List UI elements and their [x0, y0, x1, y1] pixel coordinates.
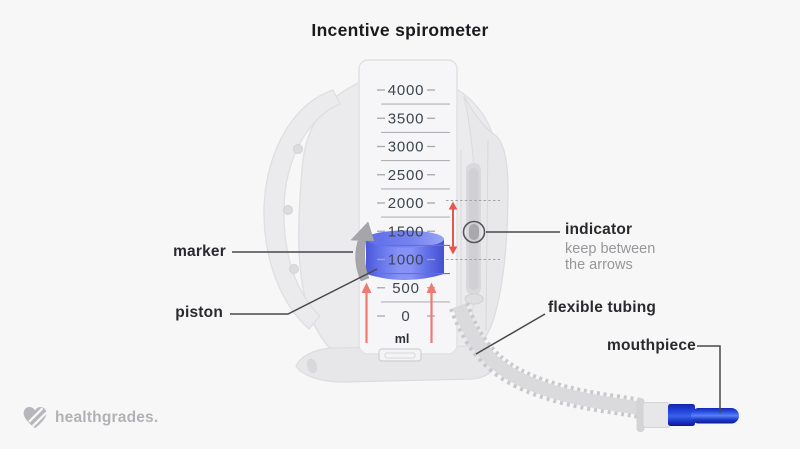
diagram-title: Incentive spirometer	[311, 20, 489, 40]
indicator-float	[469, 224, 479, 240]
scale-value: 2000	[388, 195, 425, 212]
marker-graphic	[350, 221, 375, 282]
indicator-note: keep between the arrows	[565, 241, 655, 273]
leader-lines	[230, 231, 721, 413]
scale-lines	[381, 103, 450, 303]
mouthpiece-label: mouthpiece	[607, 337, 696, 354]
base-indent	[306, 358, 318, 374]
scale-value: 1000	[388, 252, 425, 269]
flexible-tubing-graphic	[449, 302, 642, 419]
mouthpiece-connector	[642, 402, 671, 428]
striped-heart-icon	[23, 406, 48, 429]
goal-arrow-up-right	[426, 282, 437, 343]
scale-value: 2500	[388, 167, 425, 184]
mouthpiece-leader	[697, 345, 721, 413]
indicator-note-line2: the arrows	[565, 257, 633, 273]
tube-port	[464, 293, 484, 305]
scale-value: 3500	[388, 110, 425, 127]
mouthpiece-stem	[691, 408, 739, 424]
indicator-note-line1: keep between	[565, 241, 656, 257]
piston-top	[366, 230, 444, 248]
handle-rivet	[293, 144, 303, 154]
healthgrades-logo: healthgrades.	[22, 406, 158, 430]
logo-text: healthgrades.	[55, 409, 159, 426]
marker-label: marker	[173, 243, 226, 260]
scale-value: 1500	[388, 223, 425, 240]
scale-numbers: 4000 3500 3000 2500 2000 1500 1000 500 0…	[388, 82, 425, 346]
scale-unit-label: ml	[395, 332, 410, 346]
flexible-tubing-label: flexible tubing	[548, 299, 657, 316]
mouthpiece-body	[668, 404, 695, 426]
tubing-leader	[475, 313, 546, 355]
device-handle	[263, 89, 341, 330]
panel-seam	[485, 139, 489, 331]
indicator-double-arrow	[448, 201, 458, 255]
indicator-window-circle	[462, 220, 486, 244]
scale-value: 500	[392, 280, 419, 297]
handle-rivet	[289, 264, 299, 274]
scale-value: 4000	[388, 82, 425, 99]
goal-arrow-up-left	[361, 282, 372, 343]
handle-rivet	[283, 205, 293, 215]
piston-graphic	[366, 239, 444, 280]
scale-value: 3000	[388, 139, 425, 156]
piston-leader	[230, 268, 378, 315]
column-base-plate-inner	[384, 352, 416, 359]
scale-value: 0	[401, 308, 410, 325]
indicator-label: indicator	[565, 221, 633, 238]
piston-label: piston	[175, 304, 223, 321]
